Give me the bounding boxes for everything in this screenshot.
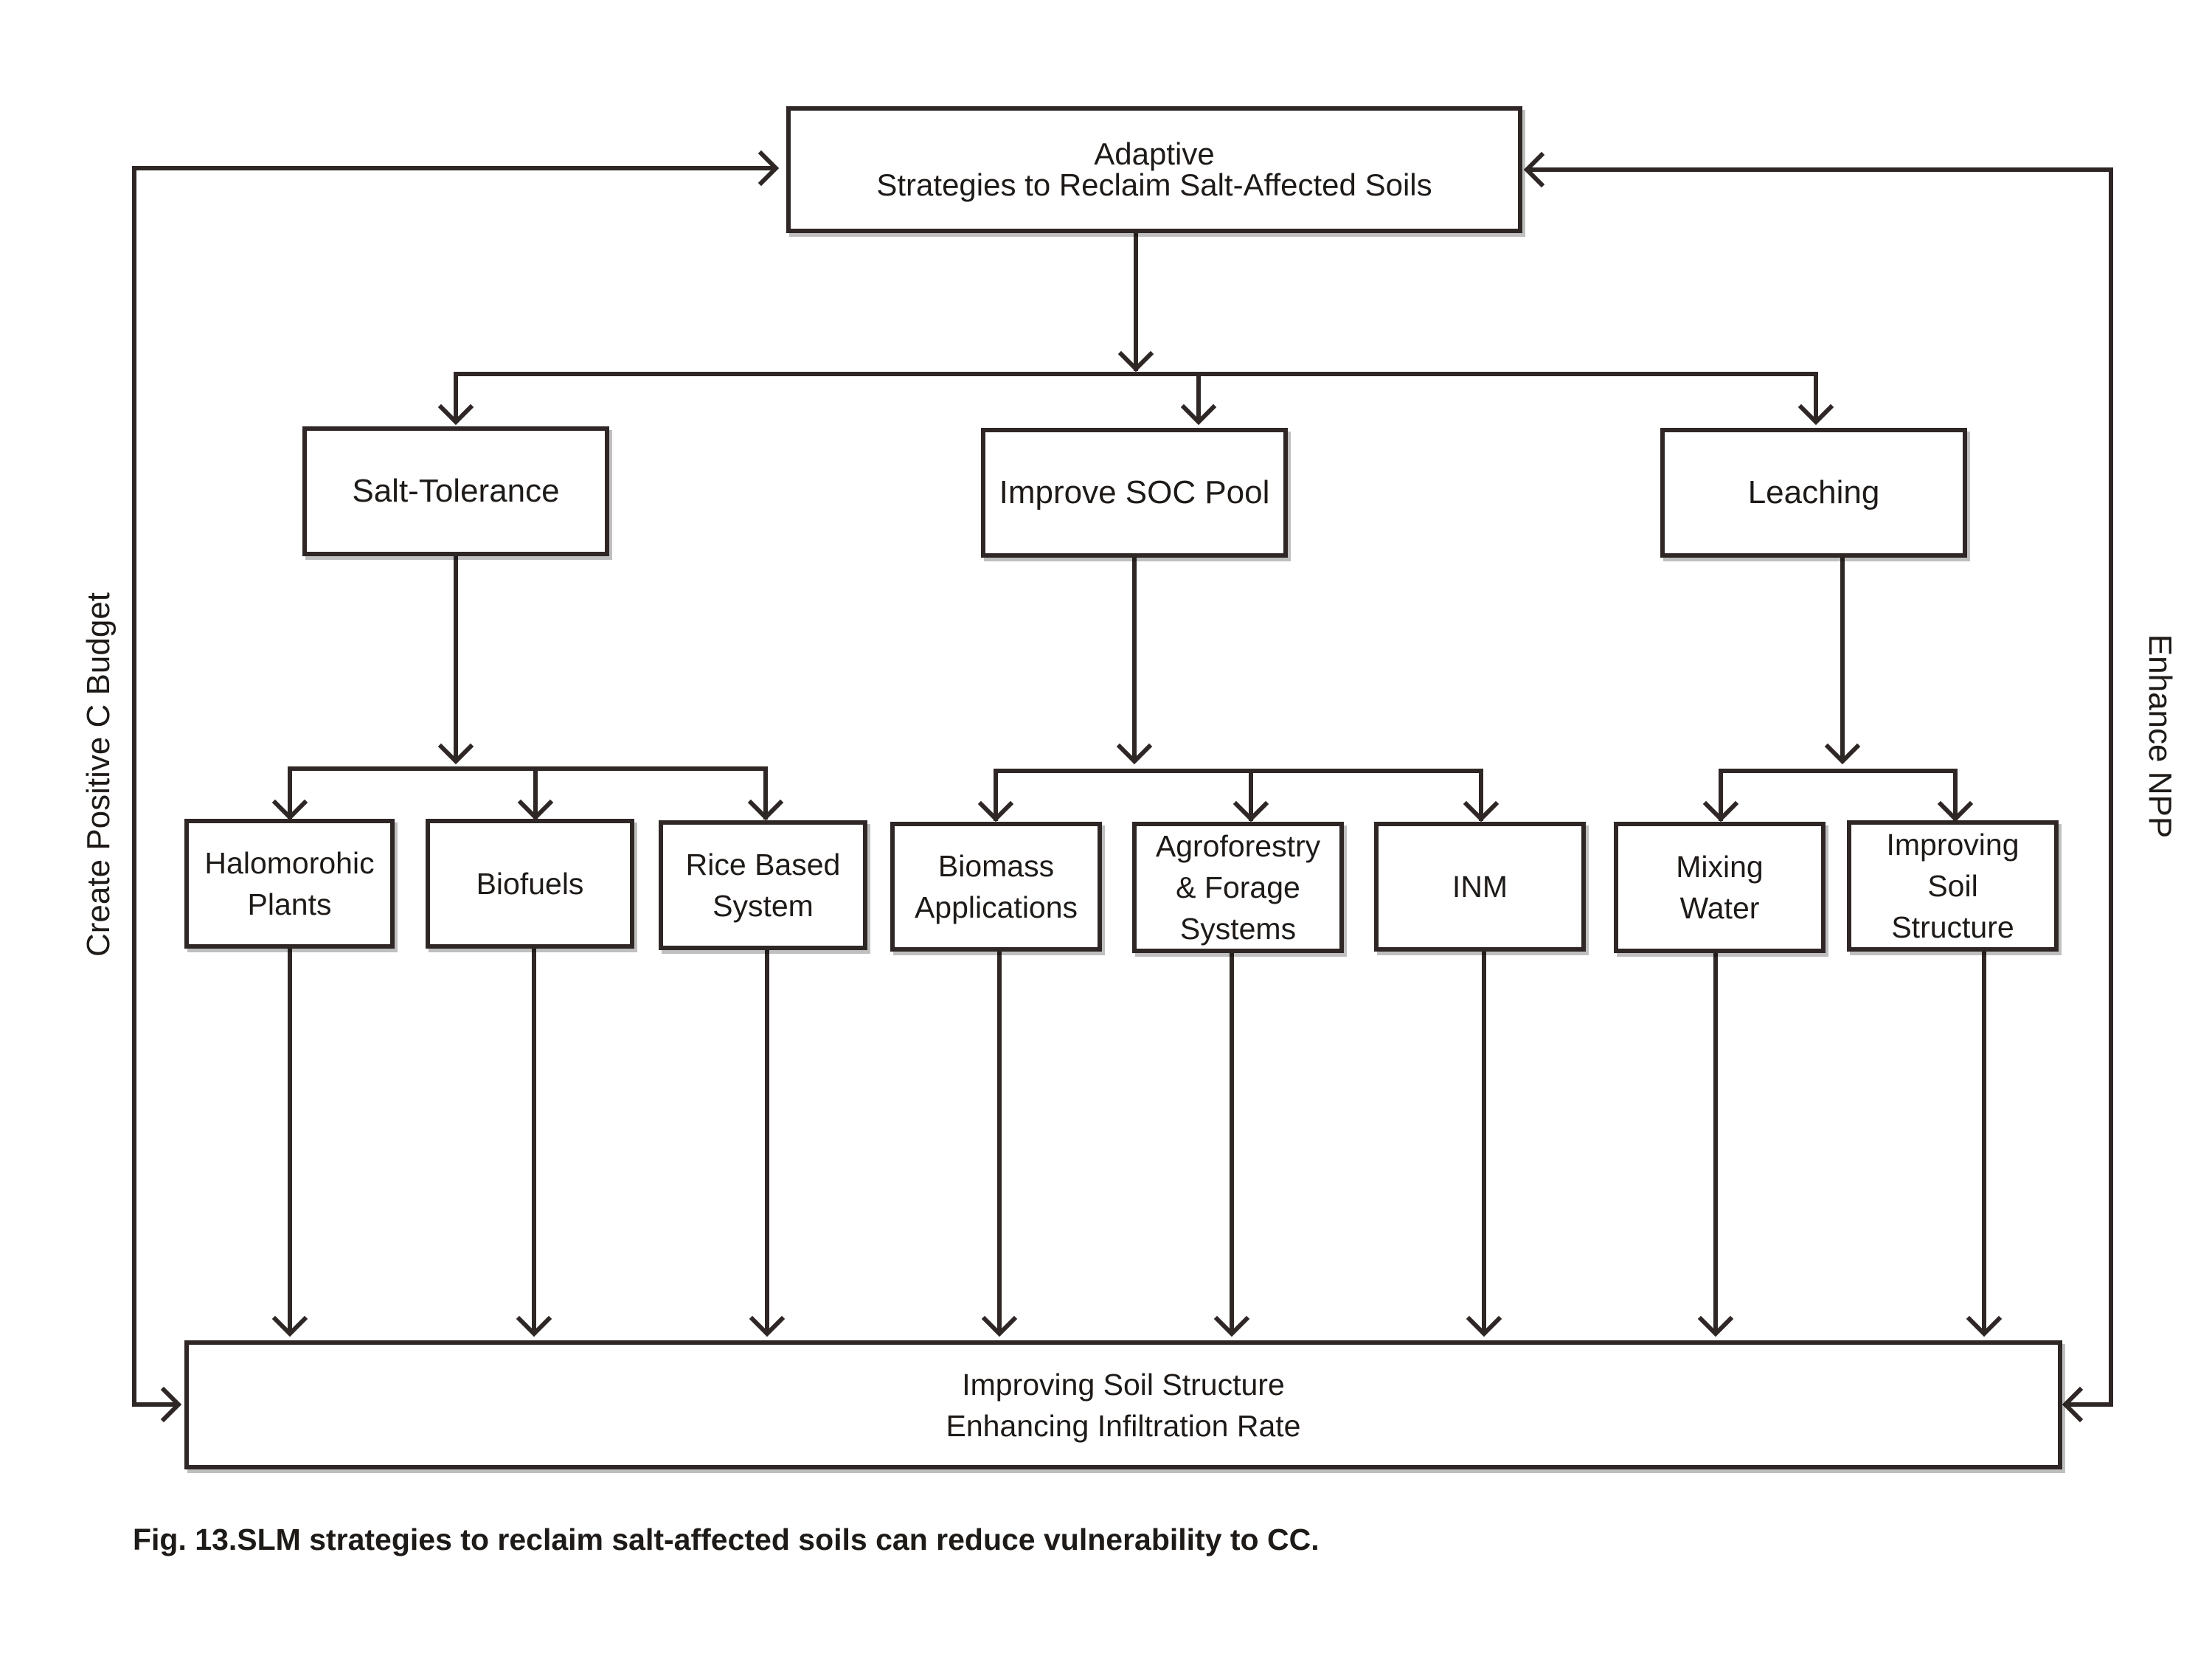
arrowhead-leaching — [1797, 404, 1834, 426]
arrowhead-bottom-7 — [1697, 1315, 1734, 1337]
arrowhead-bottom-3 — [749, 1315, 786, 1337]
bottom-box-line1: Improving Soil Structure — [962, 1367, 1285, 1402]
arrowhead-bottom-2 — [516, 1315, 552, 1337]
arrowhead-left-loop-top — [757, 150, 780, 187]
arrowhead-left-loop-bottom — [160, 1386, 182, 1423]
arrowhead-bottom-5 — [1213, 1315, 1250, 1337]
item-biofuels: Biofuels — [426, 819, 634, 949]
item-line: Rice Based — [685, 848, 841, 882]
category-label: Improve SOC Pool — [999, 474, 1270, 510]
arrowhead-rice — [747, 799, 784, 821]
feedback-left-line — [132, 166, 777, 1407]
item-line: Soil — [1927, 869, 1978, 903]
top-box: Adaptive Strategies to Reclaim Salt-Affe… — [786, 106, 1522, 233]
item-line: Structure — [1891, 910, 2014, 944]
left-feedback-label: Create Positive C Budget — [80, 592, 117, 957]
item-line: Improving — [1886, 828, 2019, 862]
item-line: Mixing — [1676, 850, 1764, 884]
arrowhead-improving — [1937, 800, 1974, 822]
category-improve-soc-pool: Improve SOC Pool — [981, 428, 1288, 558]
arrowhead-bottom-1 — [271, 1315, 308, 1337]
category-salt-tolerance: Salt-Tolerance — [302, 426, 609, 556]
arrowhead-mixing — [1702, 800, 1739, 822]
arrowhead-salt-trunk — [437, 743, 474, 765]
item-line: & Forage — [1176, 870, 1300, 904]
item-halomorohic-plants: Halomorohic Plants — [184, 819, 395, 949]
arrowhead-leach-trunk — [1824, 743, 1861, 765]
arrowhead-soc-trunk — [1116, 743, 1153, 765]
arrowhead-right-loop-bottom — [2062, 1386, 2084, 1423]
item-line: Agroforestry — [1155, 829, 1321, 863]
item-line: INM — [1452, 870, 1508, 904]
arrowhead-salt-tolerance — [437, 404, 474, 426]
item-improving-soil-structure: Improving Soil Structure — [1847, 820, 2059, 952]
item-line: Systems — [1179, 912, 1297, 946]
category-label: Leaching — [1747, 474, 1880, 510]
item-line: Applications — [914, 890, 1078, 924]
category-label: Salt-Tolerance — [352, 473, 560, 509]
top-box-line2: Strategies to Reclaim Salt-Affected Soil… — [876, 167, 1432, 202]
item-line: System — [713, 889, 814, 923]
category-leaching: Leaching — [1660, 428, 1967, 558]
arrowhead-bottom-6 — [1466, 1315, 1502, 1337]
arrowhead-biomass — [977, 800, 1014, 822]
bottom-box-line2: Enhancing Infiltration Rate — [946, 1408, 1301, 1443]
right-feedback-label: Enhance NPP — [2142, 634, 2178, 839]
arrowhead-bottom-8 — [1966, 1315, 2003, 1337]
feedback-right-line — [1526, 167, 2113, 1407]
item-line: Plants — [247, 887, 332, 921]
arrowhead-right-loop-top — [1523, 151, 1545, 188]
item-line: Biomass — [937, 849, 1055, 883]
item-biomass-applications: Biomass Applications — [890, 822, 1102, 952]
arrowhead-soc — [1180, 404, 1217, 426]
figure-caption: Fig. 13.SLM strategies to reclaim salt-a… — [133, 1523, 1320, 1556]
arrowhead-agroforestry — [1232, 800, 1269, 822]
bottom-box: Improving Soil Structure Enhancing Infil… — [184, 1340, 2062, 1469]
arrowhead-inm — [1463, 800, 1499, 822]
item-mixing-water: Mixing Water — [1614, 822, 1826, 953]
arrowhead-to-trunk — [1117, 350, 1154, 373]
top-box-line1: Adaptive — [1094, 136, 1215, 171]
item-line: Halomorohic — [204, 846, 375, 880]
arrowhead-halomorohic — [271, 799, 308, 821]
item-inm: INM — [1374, 822, 1586, 952]
arrowhead-bottom-4 — [981, 1315, 1018, 1337]
arrowhead-biofuels — [517, 799, 554, 821]
item-line: Biofuels — [476, 867, 584, 901]
item-agroforestry-forage-systems: Agroforestry & Forage Systems — [1132, 822, 1344, 953]
item-line: Water — [1679, 891, 1760, 925]
item-rice-based-system: Rice Based System — [659, 820, 867, 950]
